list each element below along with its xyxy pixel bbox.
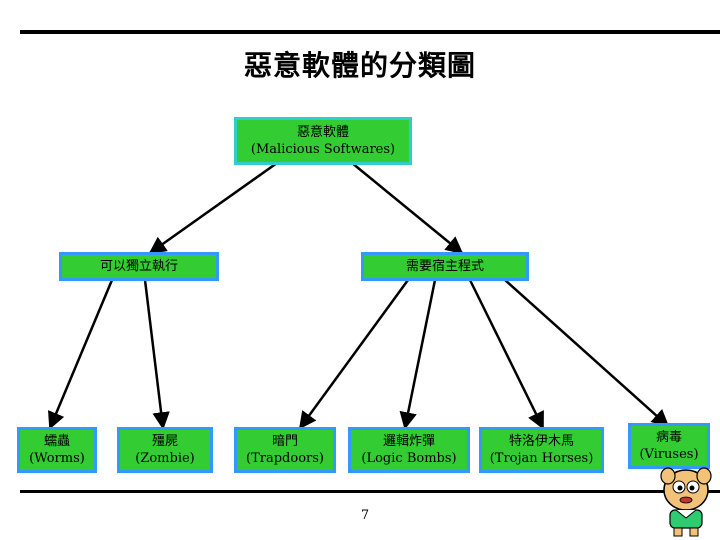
leaf-logic-bombs: 邏輯炸彈 (Logic Bombs) [348, 427, 470, 473]
root-node: 惡意軟體 (Malicious Softwares) [234, 117, 412, 165]
page-title: 惡意軟體的分類圖 [243, 49, 476, 82]
leaf-trapdoors: 暗門 (Trapdoors) [234, 427, 336, 473]
root-label-zh: 惡意軟體 [296, 125, 349, 140]
page-number: 7 [360, 508, 370, 523]
leaf-trapdoors-zh: 暗門 [271, 434, 298, 449]
leaf-zombie: 殭屍 (Zombie) [117, 427, 213, 473]
leaf-zombie-en: (Zombie) [135, 451, 195, 466]
edge-independent-to-zombie [143, 279, 170, 430]
leaf-worms-en: (Worms) [29, 451, 85, 466]
bottom-rule [20, 490, 720, 493]
edge-host-to-trojan [468, 279, 545, 430]
edge-host-to-viruses [504, 279, 670, 428]
leaf-logic-bombs-zh: 邏輯炸彈 [382, 434, 435, 449]
edge-independent-to-worms [48, 279, 114, 430]
edge-host-to-logic-bombs [399, 279, 437, 430]
node-independent: 可以獨立執行 [59, 252, 219, 281]
leaf-trojan-en: (Trojan Horses) [489, 451, 594, 466]
leaf-viruses: 病毒 (Viruses) [628, 423, 710, 469]
leaf-zombie-zh: 殭屍 [151, 434, 178, 449]
leaf-trapdoors-en: (Trapdoors) [246, 451, 324, 466]
node-needs-host: 需要宿主程式 [361, 252, 529, 281]
top-rule [20, 30, 720, 34]
node-needs-host-label: 需要宿主程式 [405, 259, 484, 274]
leaf-worms-zh: 蠕蟲 [43, 434, 70, 449]
edge-host-to-trapdoors [298, 279, 410, 430]
leaf-trojan-horses: 特洛伊木馬 (Trojan Horses) [479, 427, 604, 473]
edge-root-to-independent [148, 161, 278, 255]
leaf-trojan-zh: 特洛伊木馬 [508, 434, 574, 449]
leaf-logic-bombs-en: (Logic Bombs) [361, 451, 457, 466]
root-label-en: (Malicious Softwares) [250, 142, 396, 157]
leaf-viruses-zh: 病毒 [655, 430, 682, 445]
node-independent-label: 可以獨立執行 [99, 259, 178, 274]
leaf-viruses-en: (Viruses) [639, 447, 699, 462]
edge-root-to-host [351, 162, 464, 255]
leaf-worms: 蠕蟲 (Worms) [17, 427, 97, 473]
cartoon-mascot-icon [660, 467, 712, 537]
